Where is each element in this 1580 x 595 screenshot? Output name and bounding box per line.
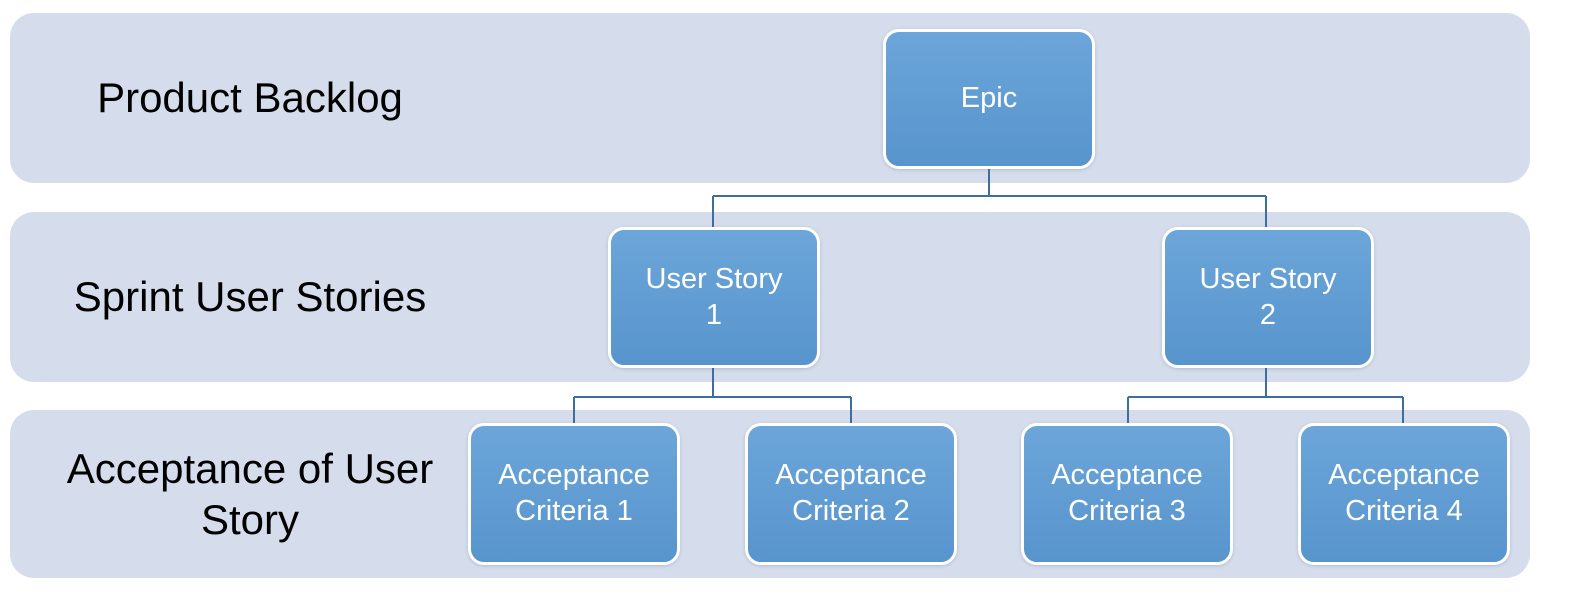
- node-label-line: 1: [705, 298, 723, 331]
- node-acceptance-criteria-1: Acceptance Criteria 1: [468, 423, 680, 565]
- band-label-sprint-user-stories: Sprint User Stories: [73, 273, 427, 321]
- node-epic: Epic: [883, 29, 1095, 169]
- node-label-line: Epic: [960, 82, 1018, 115]
- node-label-line: User Story: [1199, 262, 1337, 295]
- band-label-product-backlog: Product Backlog: [97, 74, 403, 122]
- node-label-line: Criteria 4: [1345, 495, 1463, 527]
- node-label-line: Criteria 2: [792, 495, 910, 527]
- node-label-line: Acceptance: [498, 459, 650, 492]
- node-user-story-1: User Story 1: [608, 227, 820, 368]
- node-label-line: Criteria 3: [1068, 495, 1186, 527]
- node-acceptance-criteria-2: Acceptance Criteria 2: [745, 423, 957, 565]
- node-label-line: Acceptance: [775, 459, 927, 492]
- node-acceptance-criteria-3: Acceptance Criteria 3: [1021, 423, 1233, 565]
- band-product-backlog: Product Backlog: [10, 13, 1530, 183]
- node-label-line: Acceptance: [1051, 459, 1203, 492]
- node-label-line: Acceptance: [1328, 459, 1480, 492]
- node-label-line: User Story: [645, 262, 783, 295]
- node-acceptance-criteria-4: Acceptance Criteria 4: [1298, 423, 1510, 565]
- band-label-acceptance-of-user-story: Acceptance of User Story: [66, 444, 434, 543]
- node-label-line: Criteria 1: [515, 495, 633, 527]
- node-user-story-2: User Story 2: [1162, 227, 1374, 368]
- node-label-line: 2: [1259, 298, 1277, 331]
